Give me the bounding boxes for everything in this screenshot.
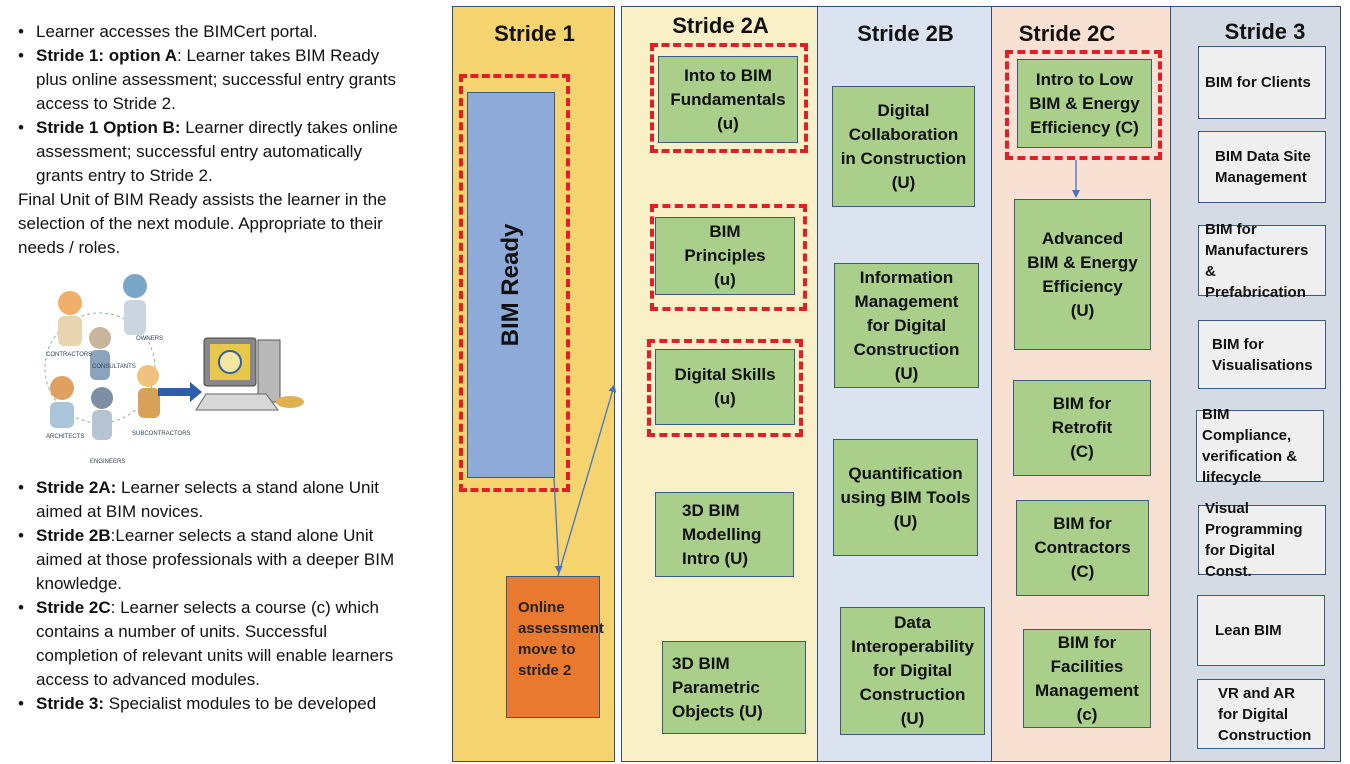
module-lean-bim[interactable]: Lean BIM: [1197, 595, 1325, 666]
online-assessment-block[interactable]: Online assessment move to stride 2: [506, 576, 604, 718]
dashed-outline-fundamentals: [650, 43, 808, 153]
module-into-to-bim-fundamentals[interactable]: Into to BIM Fundamentals (u): [658, 56, 798, 143]
final-unit-text: Final Unit of BIM Ready assists the lear…: [18, 190, 387, 257]
module-advanced-bim-energy[interactable]: Advanced BIM & Energy Efficiency (U): [1014, 199, 1151, 350]
module-vr-and-ar[interactable]: VR and AR for Digital Construction: [1197, 679, 1325, 749]
column-title: Stride 1: [494, 21, 575, 46]
column-title: Stride 2B: [857, 21, 954, 46]
module-3d-bim-modelling-intro[interactable]: 3D BIM Modelling Intro (U): [655, 492, 794, 577]
bullet-stride2b: • Stride 2B:Learner selects a stand alon…: [18, 526, 395, 593]
module-3d-bim-parametric-objects[interactable]: 3D BIM Parametric Objects (U): [662, 641, 806, 734]
bullet-stride3: • Stride 3: Specialist modules to be dev…: [18, 694, 377, 713]
stakeholder-people-icons: [50, 274, 160, 440]
module-bim-for-manufacturers[interactable]: BIM for Manufacturers & Prefabrication: [1198, 221, 1326, 301]
bullet-portal: • Learner accesses the BIMCert portal.: [18, 22, 318, 41]
module-bim-for-clients[interactable]: BIM for Clients: [1198, 46, 1326, 119]
module-bim-for-contractors[interactable]: BIM for Contractors (C): [1016, 500, 1149, 596]
dashed-outline-digital-skills: [647, 339, 803, 437]
module-intro-to-low-bim-energy[interactable]: Intro to Low BIM & Energy Efficiency (C): [1017, 59, 1152, 148]
bullet-stride2a: • Stride 2A: Learner selects a stand alo…: [18, 478, 380, 521]
module-digital-skills[interactable]: Digital Skills (u): [655, 349, 795, 425]
module-bim-principles[interactable]: BIM Principles (u): [655, 217, 795, 295]
module-visual-programming[interactable]: Visual Programming for Digital Const.: [1198, 500, 1326, 580]
svg-text:SUBCONTRACTORS: SUBCONTRACTORS: [132, 431, 191, 437]
column-title: Stride 2C: [1018, 21, 1116, 46]
column-title: Stride 3: [1224, 19, 1306, 44]
module-bim-compliance[interactable]: BIM Compliance, verification & lifecycle: [1196, 406, 1324, 486]
bullet-stride1-option-b: • Stride 1 Option B: Learner directly ta…: [18, 118, 398, 185]
stakeholders-to-computer-illustration: CONTRACTORS CONSULTANTS OWNERS ARCHITECT…: [44, 274, 304, 465]
svg-text:CONTRACTORS: CONTRACTORS: [46, 352, 92, 358]
arrow-to-computer: [158, 382, 202, 402]
bullet-stride2c: • Stride 2C: Learner selects a course (c…: [18, 598, 394, 689]
dashed-outline-intro-low-bim: [1005, 50, 1162, 160]
module-information-management[interactable]: Information Management for Digital Const…: [834, 263, 979, 388]
svg-text:CONSULTANTS: CONSULTANTS: [92, 364, 136, 370]
bullet-stride1-option-a: • Stride 1: option A: Learner takes BIM …: [18, 46, 397, 113]
module-bim-for-retrofit[interactable]: BIM for Retrofit (C): [1013, 380, 1151, 476]
module-data-interoperability[interactable]: Data Interoperability for Digital Constr…: [840, 607, 985, 735]
module-bim-for-visualisations[interactable]: BIM for Visualisations: [1198, 320, 1326, 389]
arrow-bim-ready-to-assessment: [553, 477, 563, 574]
module-quantification[interactable]: Quantification using BIM Tools (U): [833, 439, 978, 556]
svg-text:ARCHITECTS: ARCHITECTS: [46, 434, 84, 440]
computer-icon: [195, 337, 304, 411]
svg-text:OWNERS: OWNERS: [136, 336, 163, 342]
column-title: Stride 2A: [672, 13, 769, 38]
bim-ready-dashed-outline: [459, 74, 570, 492]
bim-ready-block[interactable]: BIM Ready: [467, 92, 555, 478]
arrow-assessment-to-stride2: [557, 384, 617, 577]
dashed-outline-principles: [650, 204, 807, 311]
module-bim-for-facilities-management[interactable]: BIM for Facilities Management (c): [1023, 629, 1151, 728]
module-bim-data-site-management[interactable]: BIM Data Site Management: [1198, 131, 1326, 203]
svg-text:ENGINEERS: ENGINEERS: [90, 459, 125, 465]
module-digital-collaboration[interactable]: Digital Collaboration in Construction (U…: [832, 86, 975, 207]
